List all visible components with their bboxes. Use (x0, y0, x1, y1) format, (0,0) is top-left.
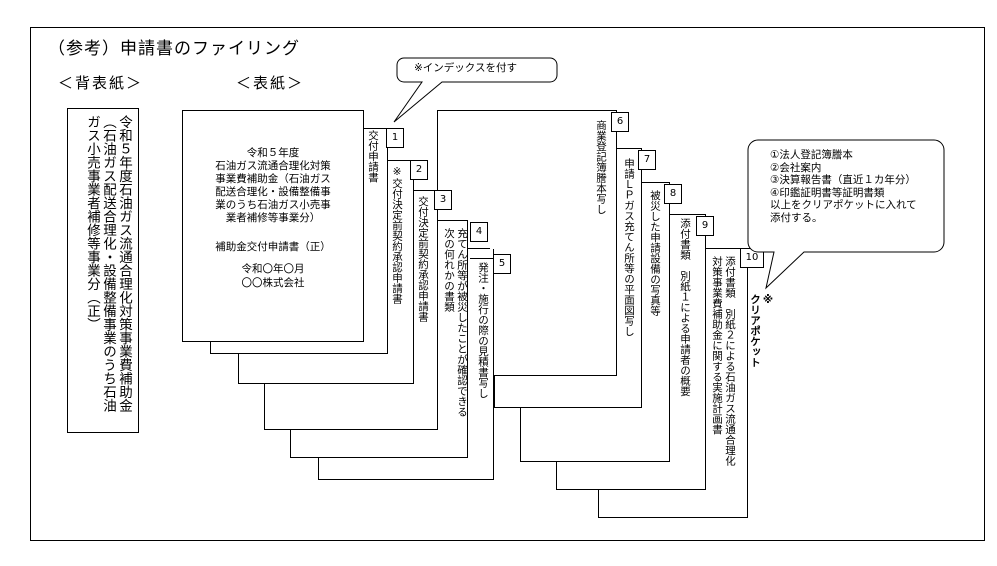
document-title-3: 交付決定前契約承認申請書 (417, 196, 429, 322)
spine-box: 令和５年度石油ガス流通合理化対策事業費補助金 （石油ガス配送合理化・設備整備事業… (67, 108, 139, 433)
document-tab-4[interactable]: 4 (470, 222, 488, 242)
document-tab-3[interactable]: 3 (434, 190, 452, 210)
document-tab-5[interactable]: 5 (493, 254, 511, 274)
document-title-10: 添付書類 別紙２による石油ガス流通合理化 対策事業費補助金に関する実施計画書 (711, 256, 736, 466)
document-title-4: 充てん所等が被災したことが確認できる 次の何れかの書類 (443, 228, 468, 417)
document-tab-7[interactable]: 7 (638, 150, 656, 170)
document-tab-8[interactable]: 8 (664, 184, 682, 204)
document-tab-9[interactable]: 9 (696, 216, 714, 236)
document-card-5-front (470, 258, 494, 480)
document-title-1: 交付申請書 (367, 130, 379, 183)
document-tab-6[interactable]: 6 (611, 112, 629, 132)
clear-pocket-note: ①法人登記簿謄本 ②会社案内 ③決算報告書（直近１カ年分） ④印鑑証明書等証明書… (770, 149, 917, 224)
cover-doc-title: 補助金交付申請書（正） (215, 241, 331, 253)
document-title-8: 被災した申請設備の写真等 (649, 190, 661, 316)
back-cover-label: ＜背表紙＞ (58, 74, 144, 92)
front-cover-label: ＜表紙＞ (236, 74, 305, 92)
cover-company: 〇〇株式会社 (241, 277, 305, 289)
index-tab-note: ※インデックスを付す (414, 62, 517, 74)
document-tab-1[interactable]: 1 (386, 128, 404, 148)
document-title-5: 発注・施行の際の見積書写し (477, 262, 489, 399)
document-title-7: 申請ＬＰガス充てん所等の平面図写し (623, 158, 635, 337)
cover-date: 令和〇年〇月 (241, 263, 305, 275)
figure-title: （参考）申請書のファイリング (48, 39, 300, 59)
document-tab-2[interactable]: 2 (410, 160, 428, 180)
figure-frame (30, 27, 985, 541)
front-cover-card: 令和５年度 石油ガス流通合理化対策 事業費補助金（石油ガス 配送合理化・設備整備… (182, 110, 364, 342)
document-title-9: 添付書類 別紙１による申請者の概要 (679, 218, 691, 397)
document-title-2: ※交付決定前契約承認申請書 (391, 166, 403, 304)
spine-text: 令和５年度石油ガス流通合理化対策事業費補助金 （石油ガス配送合理化・設備整備事業… (84, 115, 132, 412)
cover-program-name: 令和５年度 石油ガス流通合理化対策 事業費補助金（石油ガス 配送合理化・設備整備… (215, 147, 331, 224)
clear-pocket-label: ※ クリアポケット (749, 294, 774, 368)
document-title-6: 商業登記簿謄本写し (595, 120, 607, 215)
